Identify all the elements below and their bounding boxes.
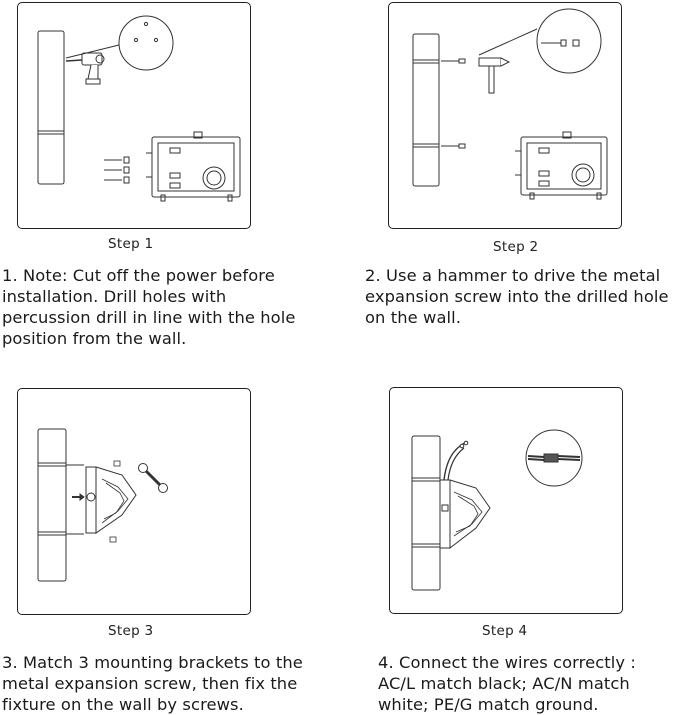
- fixture-side: [439, 479, 491, 550]
- step-2-label: Step 2: [493, 239, 539, 255]
- step-1-illustration: [17, 2, 251, 229]
- expansion-screws: [441, 58, 466, 149]
- fixture-back: [515, 131, 608, 200]
- step-4-illustration: [389, 387, 623, 614]
- wire-bundle: [443, 440, 469, 481]
- step-1-label: Step 1: [108, 236, 154, 252]
- fixture-side: [66, 460, 137, 543]
- zoom-circle: [65, 15, 174, 71]
- step-4-label: Step 4: [482, 623, 528, 639]
- step-3-illustration: [17, 388, 251, 615]
- wall-strip: [37, 30, 65, 185]
- wall-strip: [37, 428, 67, 582]
- wall-strip: [412, 33, 440, 187]
- zoom-circle: [478, 8, 602, 74]
- step-3-label: Step 3: [108, 623, 154, 639]
- step-3-description: 3. Match 3 mounting brackets to the meta…: [2, 653, 303, 714]
- wall-strip: [411, 435, 441, 591]
- fixture-back: [146, 131, 241, 202]
- step-1-description: 1. Note: Cut off the power before instal…: [2, 266, 296, 348]
- drill-icon: [65, 52, 105, 85]
- screw-set: [104, 156, 130, 184]
- connector-zoom-circle: [525, 429, 583, 487]
- wrench-icon: [138, 463, 168, 493]
- step-4-description: 4. Connect the wires correctly : AC/L ma…: [378, 653, 636, 714]
- step-2-illustration: [388, 2, 622, 229]
- hammer-icon: [478, 57, 511, 94]
- step-2-description: 2. Use a hammer to drive the metal expan…: [365, 266, 669, 327]
